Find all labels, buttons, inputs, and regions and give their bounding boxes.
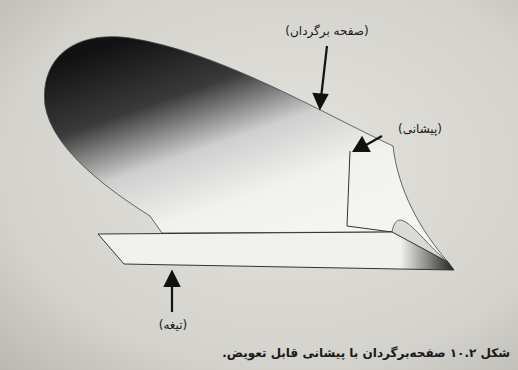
figure-caption: شکل ۱۰.۲ صفحه‌برگردان با پیشانی قابل تعو… xyxy=(222,346,510,362)
leader-arrows xyxy=(165,46,382,312)
part-label: (پیشانی) xyxy=(398,122,442,138)
shin-line xyxy=(347,151,392,232)
moldboard-body xyxy=(44,37,448,262)
part-label: (صفحه برگردان) xyxy=(285,24,368,40)
part-label: (تیغه) xyxy=(159,318,188,334)
share-blade xyxy=(98,232,454,270)
